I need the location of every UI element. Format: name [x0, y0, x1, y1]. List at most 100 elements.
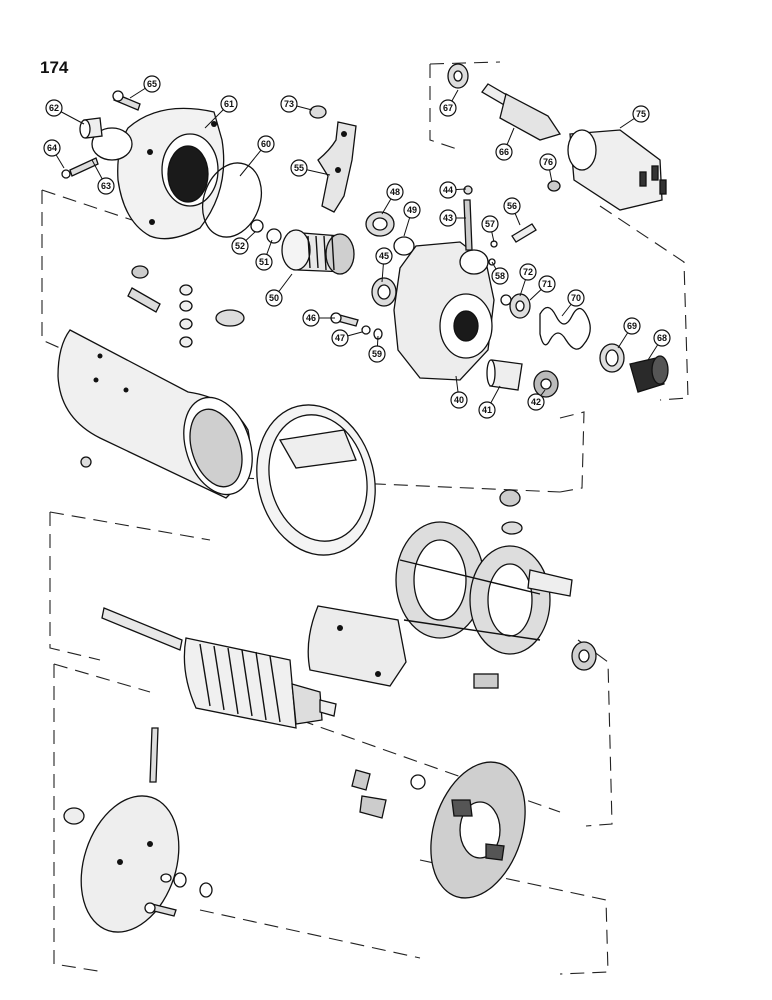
callout-circle: [623, 317, 641, 335]
washer: [266, 228, 282, 244]
callout-55: 55: [290, 159, 331, 177]
callout-circle: [375, 247, 393, 265]
callout-73: 73: [280, 95, 313, 113]
callout-61: 61: [204, 95, 238, 129]
callout-58: 58: [491, 261, 509, 285]
bushing: [63, 807, 85, 825]
washer: [250, 219, 264, 233]
callout-number: 75: [636, 109, 646, 119]
callout-56: 56: [503, 197, 521, 226]
bushing: [486, 359, 523, 391]
callout-circle: [280, 95, 298, 113]
roll-pin: [463, 185, 473, 251]
callout-circle: [481, 215, 499, 233]
callout-circle: [632, 105, 650, 123]
callout-number: 41: [482, 405, 492, 415]
o-ring: [202, 162, 262, 238]
pinion: [629, 355, 669, 393]
callout-circle: [567, 289, 585, 307]
spacer-ring: [371, 277, 397, 307]
callout-circle: [439, 181, 457, 199]
callout-circle: [439, 209, 457, 227]
callout-41: 41: [478, 385, 501, 419]
solenoid: [567, 129, 667, 211]
washer: [447, 63, 469, 89]
callout-circle: [45, 99, 63, 117]
insulator: [215, 309, 245, 327]
nut: [131, 265, 149, 279]
o-ring: [393, 236, 415, 256]
solenoid-group-boundary: [429, 64, 461, 151]
callout-number: 65: [147, 79, 157, 89]
callout-number: 48: [390, 187, 400, 197]
brush-holder: [351, 769, 387, 819]
callout-circle: [539, 153, 557, 171]
callout-circle: [386, 183, 404, 201]
callout-number: 63: [101, 181, 111, 191]
callout-circle: [527, 393, 545, 411]
callout-number: 76: [543, 157, 553, 167]
callout-circle: [653, 329, 671, 347]
armature: [101, 607, 337, 729]
callout-circle: [538, 275, 556, 293]
callout-circle: [43, 139, 61, 157]
callout-circle: [265, 289, 283, 307]
callout-circle: [255, 253, 273, 271]
callout-number: 73: [284, 99, 294, 109]
callout-number: 46: [306, 313, 316, 323]
callout-circle: [231, 237, 249, 255]
pin: [61, 157, 99, 179]
callout-circle: [368, 345, 386, 363]
callout-number: 66: [499, 147, 509, 157]
callout-circle: [97, 177, 115, 195]
terminal-stud: [127, 287, 161, 313]
snap-ring: [500, 294, 512, 306]
callout-circle: [290, 159, 308, 177]
callout-number: 51: [259, 257, 269, 267]
callout-number: 47: [335, 333, 345, 343]
callout-43: 43: [439, 209, 466, 227]
callout-76: 76: [539, 153, 557, 183]
callout-60: 60: [239, 135, 275, 177]
callout-50: 50: [265, 273, 293, 307]
callout-number: 62: [49, 103, 59, 113]
callout-number: 68: [657, 333, 667, 343]
insulator-band: [256, 404, 376, 556]
callout-number: 61: [224, 99, 234, 109]
washer: [179, 284, 193, 348]
callout-69: 69: [617, 317, 641, 349]
callout-number: 56: [507, 201, 517, 211]
callout-circle: [220, 95, 238, 113]
callout-66: 66: [495, 127, 515, 161]
bushing: [571, 641, 597, 671]
bushing: [533, 370, 559, 398]
washer: [509, 293, 531, 319]
callout-51: 51: [255, 239, 273, 271]
callout-67: 67: [439, 89, 459, 117]
bolt: [330, 312, 359, 327]
callout-number: 44: [443, 185, 453, 195]
bushing: [365, 211, 395, 237]
callout-circle: [503, 197, 521, 215]
callout-52: 52: [231, 231, 256, 255]
callout-circle: [491, 267, 509, 285]
callout-number: 55: [294, 163, 304, 173]
callout-circle: [439, 99, 457, 117]
callout-42: 42: [527, 389, 546, 411]
callout-number: 40: [454, 395, 464, 405]
end-plate: [80, 795, 180, 933]
bolt: [112, 90, 141, 111]
pivot-pin: [309, 105, 327, 119]
callout-57: 57: [481, 215, 499, 243]
terminal-nut: [499, 489, 523, 535]
callout-number: 64: [47, 143, 57, 153]
callout-72: 72: [519, 263, 537, 297]
seal-ring: [599, 343, 625, 373]
callout-71: 71: [529, 275, 556, 301]
callout-44: 44: [439, 181, 467, 199]
callout-number: 70: [571, 293, 581, 303]
insulator-strip: [473, 673, 499, 689]
callout-63: 63: [91, 159, 115, 195]
